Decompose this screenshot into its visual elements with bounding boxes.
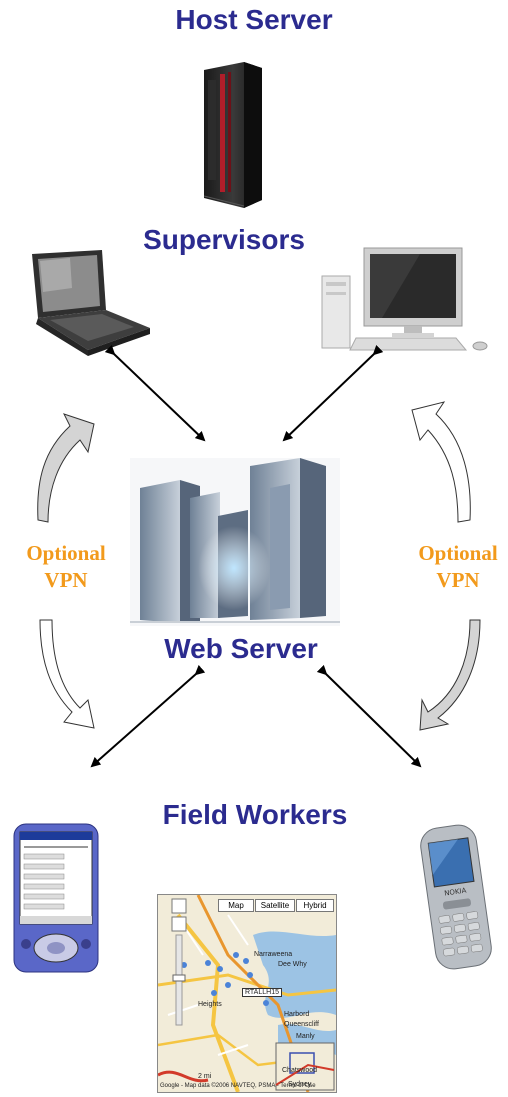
- vpn-curved-arrow-left-up: [37, 413, 95, 523]
- map-place-label: Harbord: [284, 1011, 310, 1018]
- map-place-label: Dee Why: [278, 961, 307, 968]
- double-arrow: [316, 664, 422, 768]
- mainframe-server-icon: [196, 60, 268, 210]
- phone-brand: NOKIA: [444, 887, 467, 898]
- map-view[interactable]: Map Satellite Hybrid RTALLH15 Narraweena…: [157, 894, 337, 1093]
- optional-vpn-right: Optional VPN: [396, 540, 508, 594]
- map-copyright: Google - Map data ©2006 NAVTEQ, PSMA - T…: [160, 1083, 316, 1089]
- tablet-laptop-icon: [10, 248, 155, 358]
- map-button[interactable]: Map: [218, 899, 254, 912]
- vpn-left-line1: Optional: [26, 541, 106, 565]
- double-arrow: [282, 344, 384, 442]
- map-place-label: Chatswood: [282, 1067, 318, 1074]
- satellite-button[interactable]: Satellite: [255, 899, 295, 912]
- vpn-curved-arrow-right-down: [419, 619, 481, 731]
- hybrid-button[interactable]: Hybrid: [296, 899, 334, 912]
- supervisors-label: Supervisors: [143, 224, 305, 255]
- vpn-right-line2: VPN: [436, 568, 480, 592]
- vpn-left-line2: VPN: [44, 568, 88, 592]
- desktop-computer-icon: [320, 246, 500, 354]
- server-rack-icon: [130, 458, 340, 626]
- map-place-label: Heights: [198, 1001, 222, 1008]
- pda-device-icon: [10, 822, 102, 974]
- vpn-right-line1: Optional: [418, 541, 498, 565]
- web-server-label: Web Server: [164, 633, 318, 664]
- mobile-phone-icon: NOKIA: [416, 822, 496, 972]
- double-arrow: [90, 664, 206, 768]
- double-arrow: [104, 344, 206, 442]
- map-place-label: Narraweena: [254, 951, 293, 958]
- vpn-curved-arrow-right-up: [411, 401, 471, 523]
- map-scale: 2 mi: [198, 1073, 212, 1080]
- map-place-label: Queenscliff: [284, 1021, 319, 1028]
- optional-vpn-left: Optional VPN: [4, 540, 128, 594]
- map-place-label: Manly: [296, 1033, 315, 1040]
- host-server-label: Host Server: [175, 4, 333, 35]
- field-workers-label: Field Workers: [162, 799, 348, 830]
- vpn-curved-arrow-left-down: [39, 619, 95, 729]
- map-place-label: Sydney: [288, 1081, 312, 1088]
- map-marker-label: RTALLH15: [242, 988, 282, 997]
